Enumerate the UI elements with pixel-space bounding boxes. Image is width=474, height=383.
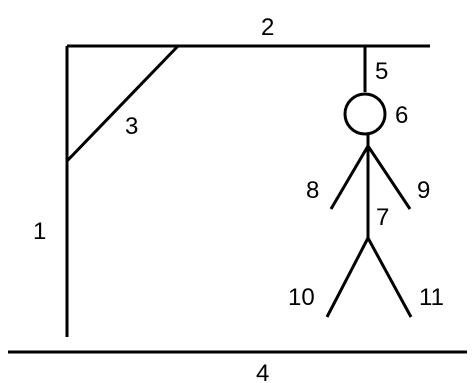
label-1: 1: [33, 218, 46, 245]
label-8: 8: [306, 177, 319, 204]
label-11: 11: [419, 284, 444, 311]
label-4: 4: [256, 360, 269, 383]
gallows-brace: [65, 44, 180, 163]
right-leg-line: [366, 237, 413, 318]
label-5: 5: [375, 58, 388, 85]
label-6: 6: [395, 102, 408, 129]
label-3: 3: [125, 113, 138, 140]
head-circle: [343, 92, 387, 136]
left-arm-line: [329, 145, 370, 210]
left-leg-line: [325, 237, 370, 318]
right-arm-line: [366, 145, 412, 210]
label-2: 2: [261, 14, 274, 41]
label-10: 10: [288, 284, 315, 311]
label-9: 9: [417, 177, 430, 204]
label-7: 7: [376, 204, 389, 231]
